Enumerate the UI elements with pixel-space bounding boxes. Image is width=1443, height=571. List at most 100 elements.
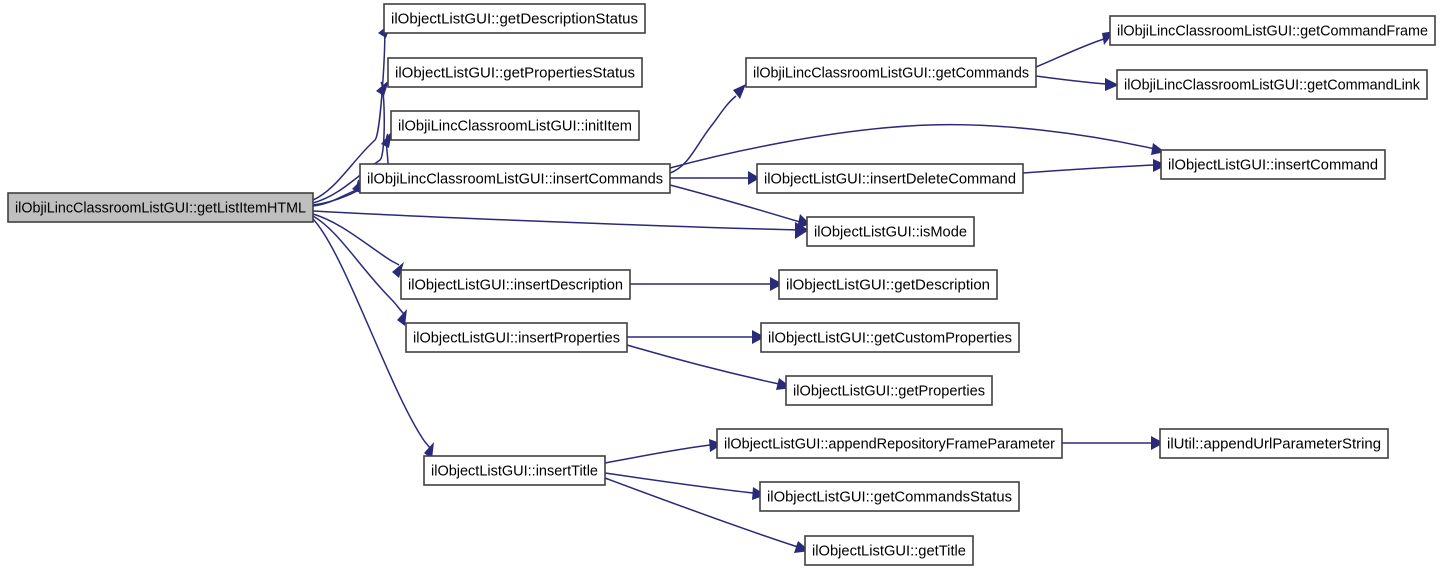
edge-line — [669, 123, 1156, 169]
graph-node-insertCommands[interactable]: ilObjiLincClassroomListGUI::insertComman… — [359, 163, 671, 194]
graph-node-appendRepoFrame[interactable]: ilObjectListGUI::appendRepositoryFramePa… — [716, 428, 1063, 459]
call-edge-insertDelCmd-to-insertCommand — [1022, 159, 1167, 174]
arrowhead-icon — [424, 442, 434, 459]
node-box[interactable] — [756, 163, 1024, 194]
node-box[interactable] — [1109, 15, 1436, 46]
graph-node-insertTitle[interactable]: ilObjectListGUI::insertTitle — [423, 455, 606, 486]
graph-node-isMode[interactable]: ilObjectListGUI::isMode — [806, 216, 975, 247]
node-box[interactable] — [804, 535, 974, 566]
arrowhead-icon — [733, 84, 746, 99]
node-box[interactable] — [716, 428, 1063, 459]
call-edge-insertCommands-to-insertDelCmd — [670, 171, 760, 185]
graph-node-insertProperties[interactable]: ilObjectListGUI::insertProperties — [405, 322, 628, 353]
call-edge-insertProperties-to-getCustomProps — [627, 330, 765, 344]
node-label: ilObjiLincClassroomListGUI::getCommands — [753, 65, 1029, 81]
arrowhead-icon — [770, 277, 783, 291]
call-edge-getCommands-to-getCommandFrame — [1035, 31, 1115, 68]
node-label: ilObjectListGUI::insertDeleteCommand — [764, 171, 1016, 187]
node-label: ilObjectListGUI::isMode — [814, 224, 967, 240]
node-box[interactable] — [390, 110, 640, 141]
arrowhead-icon — [1153, 159, 1167, 172]
node-label: ilObjectListGUI::insertTitle — [431, 463, 598, 479]
call-edge-getCommands-to-getCommandLink — [1035, 75, 1119, 91]
node-label: ilObjectListGUI::getCustomProperties — [768, 330, 1012, 346]
call-edge-insertTitle-to-getCommandsStatus — [604, 472, 766, 500]
call-edge-root-to-isMode — [312, 210, 809, 239]
call-edge-insertTitle-to-appendRepoFrame — [604, 439, 723, 464]
call-edge-insertCommands-to-insertCommand — [669, 123, 1165, 169]
node-label: ilObjiLincClassroomListGUI::getCommandLi… — [1124, 77, 1421, 93]
graph-node-getCustomProps[interactable]: ilObjectListGUI::getCustomProperties — [760, 322, 1020, 353]
graph-node-getProperties[interactable]: ilObjectListGUI::getProperties — [785, 375, 993, 406]
graph-node-appendUrlParam[interactable]: ilUtil::appendUrlParameterString — [1159, 428, 1389, 459]
arrowhead-icon — [1105, 78, 1119, 91]
node-box[interactable] — [760, 322, 1020, 353]
call-edge-root-to-getPropsStatus — [312, 80, 389, 204]
call-edge-root-to-insertDescription — [312, 213, 404, 278]
graph-node-getCommandLink[interactable]: ilObjiLincClassroomListGUI::getCommandLi… — [1116, 69, 1428, 100]
call-edge-insertDescription-to-getDescription — [630, 277, 783, 291]
graph-node-getTitle[interactable]: ilObjectListGUI::getTitle — [804, 535, 974, 566]
node-box[interactable] — [423, 455, 606, 486]
edge-line — [312, 23, 386, 201]
node-label: ilObjectListGUI::getCommandsStatus — [767, 489, 1012, 505]
node-box[interactable] — [359, 163, 671, 194]
call-edge-appendRepoFrame-to-appendUrlParam — [1062, 436, 1164, 450]
edge-line — [312, 215, 405, 315]
graph-node-getCommandsStatus[interactable]: ilObjectListGUI::getCommandsStatus — [759, 481, 1020, 512]
node-box[interactable] — [806, 216, 975, 247]
edge-line — [604, 477, 799, 548]
arrowhead-icon — [1151, 436, 1164, 450]
node-box[interactable] — [405, 322, 628, 353]
node-label: ilObjectListGUI::insertCommand — [1168, 157, 1378, 173]
node-label: ilObjiLincClassroomListGUI::getListItemH… — [15, 200, 306, 216]
node-box[interactable] — [785, 375, 993, 406]
edge-layer — [312, 22, 1167, 553]
edge-line — [312, 210, 801, 231]
arrowhead-icon — [752, 487, 766, 500]
graph-node-insertDelCmd[interactable]: ilObjectListGUI::insertDeleteCommand — [756, 163, 1024, 194]
edge-line — [312, 218, 432, 450]
edge-line — [669, 184, 801, 223]
graph-node-getCommandFrame[interactable]: ilObjiLincClassroomListGUI::getCommandFr… — [1109, 15, 1436, 46]
edge-line — [669, 95, 737, 174]
node-box[interactable] — [1159, 428, 1389, 459]
graph-node-getCommands[interactable]: ilObjiLincClassroomListGUI::getCommands — [745, 57, 1037, 88]
node-label: ilObjectListGUI::insertProperties — [413, 330, 620, 346]
node-box[interactable] — [1116, 69, 1428, 100]
node-box[interactable] — [387, 57, 643, 88]
call-edge-insertCommands-to-getCommands — [669, 84, 746, 174]
graph-node-initItem[interactable]: ilObjiLincClassroomListGUI::initItem — [390, 110, 640, 141]
node-label: ilUtil::appendUrlParameterString — [1167, 436, 1381, 452]
node-box[interactable] — [7, 192, 314, 223]
graph-node-insertCommand[interactable]: ilObjectListGUI::insertCommand — [1160, 149, 1386, 180]
graph-node-root[interactable]: ilObjiLincClassroomListGUI::getListItemH… — [7, 192, 314, 223]
node-box[interactable] — [745, 57, 1037, 88]
node-box[interactable] — [759, 481, 1020, 512]
node-label: ilObjiLincClassroomListGUI::initItem — [398, 118, 632, 134]
arrowhead-icon — [392, 262, 404, 278]
edge-line — [1035, 38, 1105, 68]
node-box[interactable] — [778, 269, 998, 300]
node-box[interactable] — [383, 3, 646, 34]
graph-node-insertDescription[interactable]: ilObjectListGUI::insertDescription — [400, 269, 631, 300]
graph-node-getDescStatus[interactable]: ilObjectListGUI::getDescriptionStatus — [383, 3, 646, 34]
graph-node-getPropsStatus[interactable]: ilObjectListGUI::getPropertiesStatus — [387, 57, 643, 88]
node-label: ilObjectListGUI::getTitle — [812, 543, 966, 559]
arrowhead-icon — [376, 80, 389, 96]
node-box[interactable] — [1160, 149, 1386, 180]
edge-line — [312, 81, 385, 204]
node-box[interactable] — [400, 269, 631, 300]
edge-line — [604, 472, 754, 494]
edge-line — [312, 213, 400, 266]
arrowhead-icon — [752, 330, 765, 344]
node-label: ilObjectListGUI::getPropertiesStatus — [395, 65, 635, 81]
edge-line — [1035, 75, 1107, 85]
node-label: ilObjectListGUI::getDescription — [786, 277, 990, 293]
node-label: ilObjiLincClassroomListGUI::getCommandFr… — [1117, 23, 1428, 39]
arrowhead-icon — [709, 439, 723, 452]
edge-line — [1022, 164, 1155, 174]
node-label: ilObjiLincClassroomListGUI::insertComman… — [367, 171, 663, 187]
graph-node-getDescription[interactable]: ilObjectListGUI::getDescription — [778, 269, 998, 300]
